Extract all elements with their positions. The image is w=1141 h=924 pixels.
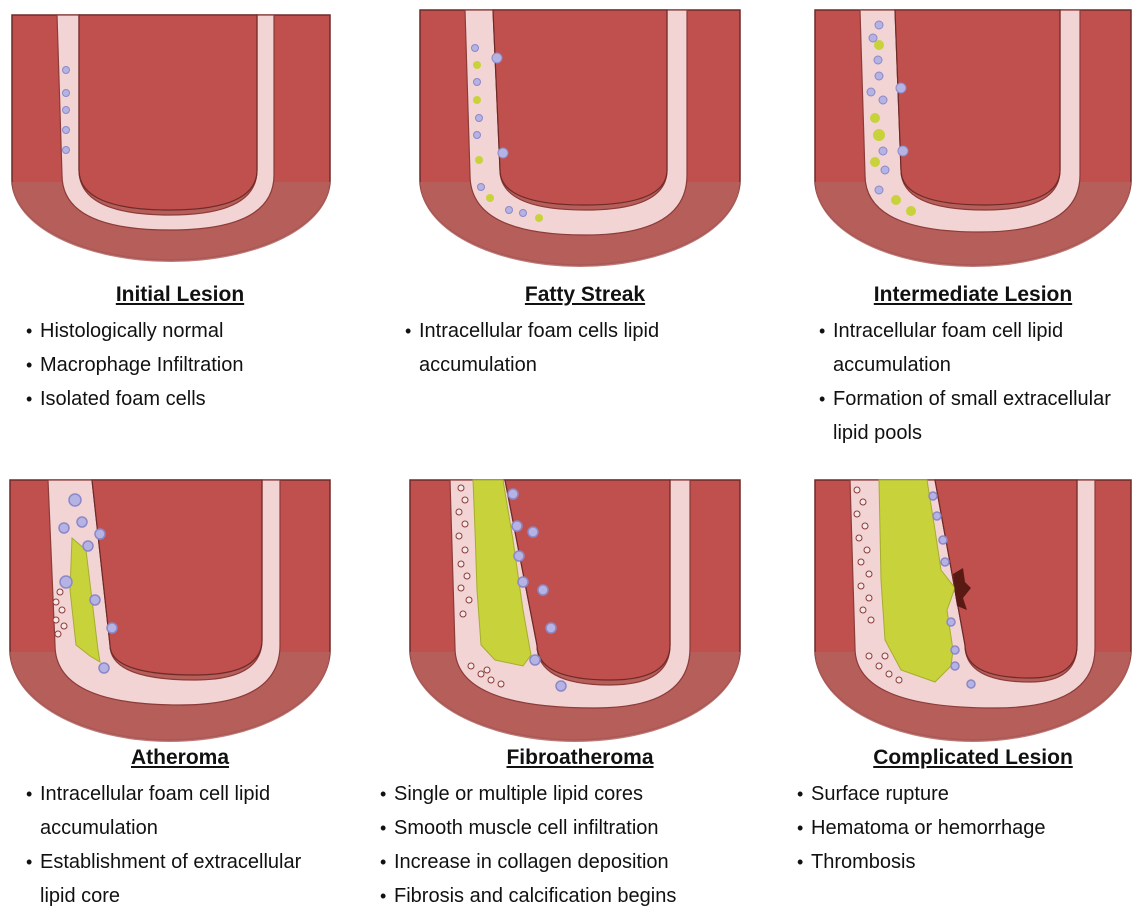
list-item: Single or multiple lipid cores: [380, 777, 760, 811]
panel-initial-lesion: Initial Lesion Histologically normal Mac…: [0, 0, 360, 454]
stage-title: Fatty Streak: [405, 282, 765, 308]
vessel-wall: [410, 480, 740, 742]
caption-intermediate: Intermediate Lesion Intracellular foam c…: [805, 282, 1141, 450]
stage-bullets: Intracellular foam cell lipid accumulati…: [26, 777, 326, 913]
panel-atheroma: Atheroma Intracellular foam cell lipid a…: [0, 470, 360, 924]
list-item: Macrophage Infiltration: [26, 348, 360, 382]
stage-title: Initial Lesion: [0, 282, 360, 308]
stage-bullets: Intracellular foam cell lipid accumulati…: [819, 314, 1119, 450]
list-item: Formation of small extracellular lipid p…: [819, 382, 1119, 450]
list-item: Isolated foam cells: [26, 382, 360, 416]
list-item: Intracellular foam cell lipid accumulati…: [819, 314, 1119, 382]
stage-title: Atheroma: [0, 745, 360, 771]
panel-intermediate-lesion: Intermediate Lesion Intracellular foam c…: [805, 0, 1141, 454]
list-item: Intracellular foam cells lipid accumulat…: [405, 314, 725, 382]
list-item: Fibrosis and calcification begins: [380, 879, 760, 913]
stage-title: Fibroatheroma: [395, 745, 765, 771]
stage-bullets: Histologically normal Macrophage Infiltr…: [26, 314, 360, 416]
vessel-diagram-atheroma: [0, 470, 360, 760]
stage-bullets: Intracellular foam cells lipid accumulat…: [405, 314, 725, 382]
vessel-diagram-fibroatheroma: [395, 470, 765, 760]
stage-bullets: Surface rupture Hematoma or hemorrhage T…: [797, 777, 1127, 879]
caption-complicated: Complicated Lesion Surface rupture Hemat…: [805, 745, 1141, 879]
vessel-wall: [420, 10, 740, 267]
caption-fibroatheroma: Fibroatheroma Single or multiple lipid c…: [395, 745, 765, 913]
vessel-diagram-intermediate: [805, 0, 1141, 290]
panel-complicated-lesion: Complicated Lesion Surface rupture Hemat…: [805, 470, 1141, 924]
list-item: Hematoma or hemorrhage: [797, 811, 1127, 845]
stage-bullets: Single or multiple lipid cores Smooth mu…: [380, 777, 760, 913]
vessel-wall: [12, 15, 330, 262]
vessel-diagram-fatty: [405, 0, 765, 290]
vessel-wall: [10, 480, 330, 742]
panel-fibroatheroma: Fibroatheroma Single or multiple lipid c…: [395, 470, 755, 924]
caption-initial: Initial Lesion Histologically normal Mac…: [0, 282, 360, 416]
vessel-diagram-complicated: [805, 470, 1141, 760]
list-item: Smooth muscle cell infiltration: [380, 811, 760, 845]
list-item: Thrombosis: [797, 845, 1127, 879]
list-item: Surface rupture: [797, 777, 1127, 811]
list-item: Increase in collagen deposition: [380, 845, 760, 879]
caption-atheroma: Atheroma Intracellular foam cell lipid a…: [0, 745, 360, 913]
list-item: Establishment of extracellular lipid cor…: [26, 845, 326, 913]
vessel-diagram-initial: [0, 0, 360, 290]
stage-title: Complicated Lesion: [805, 745, 1141, 771]
panel-fatty-streak: Fatty Streak Intracellular foam cells li…: [405, 0, 765, 454]
list-item: Intracellular foam cell lipid accumulati…: [26, 777, 326, 845]
vessel-wall: [815, 10, 1131, 267]
stage-title: Intermediate Lesion: [805, 282, 1141, 308]
list-item: Histologically normal: [26, 314, 360, 348]
caption-fatty: Fatty Streak Intracellular foam cells li…: [405, 282, 765, 382]
